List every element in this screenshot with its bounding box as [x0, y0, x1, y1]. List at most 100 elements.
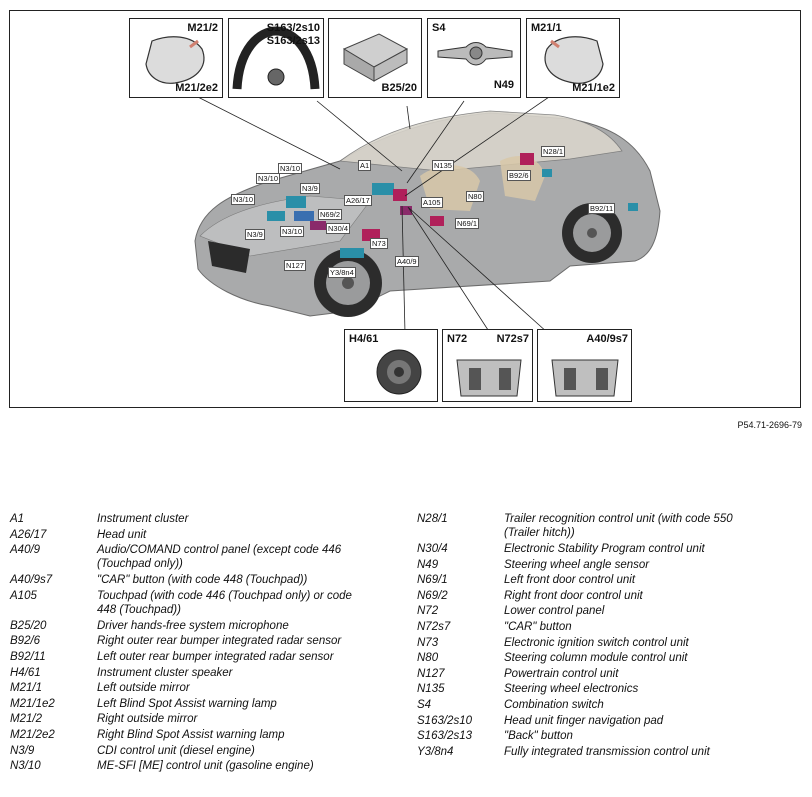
callout-label: M21/2e2: [175, 82, 218, 94]
component-marker: N80: [466, 191, 484, 202]
component-marker: N3/9: [245, 229, 265, 240]
callout-label: N72: [447, 333, 468, 345]
legend-description: Right outside mirror: [97, 713, 198, 726]
legend-code: N72s7: [417, 621, 451, 633]
legend-description: Trailer recognition control unit (with c…: [504, 513, 733, 525]
legend-description: 448 (Touchpad)): [97, 603, 181, 616]
legend-code: H4/61: [10, 666, 41, 679]
callout-label: N72s7: [496, 333, 529, 345]
callout-label: S163/2s13: [266, 35, 320, 47]
component-marker: A26/17: [344, 195, 372, 206]
callout-label: S163/2s10: [266, 22, 320, 34]
callout-car-button: A40/9s7: [537, 329, 632, 402]
legend-description: Right Blind Spot Assist warning lamp: [97, 729, 285, 741]
component-marker: N30/4: [326, 223, 351, 234]
callout-label: A40/9s7: [586, 333, 628, 345]
legend-description: ME-SFI [ME] control unit (gasoline engin…: [97, 760, 314, 773]
legend-code: A40/9s7: [10, 574, 53, 587]
legend-code: M21/1: [10, 682, 42, 695]
callout-right-mirror: M21/2 M21/2e2: [129, 18, 223, 98]
legend-code: N28/1: [417, 513, 448, 525]
component-marker: N3/10: [278, 163, 303, 174]
component-location-diagram: M21/2 M21/2e2 S163/2s10 S163/2s13 B25/20…: [9, 10, 801, 408]
legend-description: Steering column module control unit: [504, 652, 688, 665]
outside-mirror-icon: [145, 36, 205, 84]
component-marker: N135: [432, 160, 454, 171]
legend-code: N30/4: [417, 543, 448, 555]
legend-description: Steering wheel angle sensor: [504, 558, 650, 571]
legend-code: A105: [10, 589, 37, 602]
component-marker: N127: [284, 260, 306, 271]
component-marker: N73: [370, 238, 388, 249]
legend-code: S163/2s10: [417, 714, 472, 727]
legend-code: N3/10: [10, 760, 41, 773]
legend-description: Electronic Stability Program control uni…: [504, 543, 705, 555]
component-marker: N3/9: [300, 183, 320, 194]
legend-description: Head unit: [97, 528, 147, 541]
legend-description: Instrument cluster: [97, 513, 189, 525]
legend-code: N135: [417, 683, 445, 696]
legend-description: Right front door control unit: [504, 589, 643, 602]
callout-speaker: H4/61: [344, 329, 438, 402]
legend-description: Steering wheel electronics: [504, 683, 639, 696]
legend-description: Left front door control unit: [504, 574, 636, 587]
callout-lower-control-panel: N72 N72s7: [442, 329, 533, 402]
callout-microphone: B25/20: [328, 18, 422, 98]
callout-label: N49: [493, 79, 514, 91]
callout-label: M21/1: [531, 22, 562, 34]
legend-code: N80: [417, 652, 439, 665]
legend-description: Right outer rear bumper integrated radar…: [97, 635, 342, 648]
legend-description: "Back" button: [504, 730, 573, 743]
control-panel-icon: [456, 359, 522, 397]
legend-code: A40/9: [10, 544, 41, 557]
component-marker: A40/9: [395, 256, 419, 267]
callout-label: M21/2: [187, 22, 218, 34]
steering-wheel-icon: [232, 26, 320, 90]
legend-description: Fully integrated transmission control un…: [504, 745, 710, 758]
car-illustration: [189, 85, 661, 334]
legend-code: S163/2s13: [417, 730, 472, 743]
callout-label: H4/61: [349, 333, 379, 345]
legend-code: N73: [417, 636, 439, 649]
component-marker: Y3/8n4: [328, 267, 356, 278]
legend-description: Electronic ignition switch control unit: [504, 636, 689, 649]
component-marker: B92/6: [507, 170, 531, 181]
callout-label: B25/20: [381, 82, 417, 94]
legend-code: M21/1e2: [10, 697, 55, 710]
legend-description: Driver hands-free system microphone: [97, 619, 289, 632]
legend-code: N72: [417, 605, 439, 618]
legend-code: B25/20: [10, 619, 47, 632]
legend-code: M21/2: [10, 713, 42, 726]
callout-combination-switch: S4 N49: [427, 18, 521, 98]
legend-code: N3/9: [10, 744, 35, 757]
callout-label: S4: [432, 22, 446, 34]
combination-switch-icon: [437, 42, 513, 66]
legend-description: Instrument cluster speaker: [97, 666, 233, 679]
component-marker: A1: [358, 160, 372, 171]
legend-code: N69/1: [417, 574, 448, 587]
legend-description: Audio/COMAND control panel (except code …: [97, 544, 342, 557]
speaker-icon: [376, 349, 422, 395]
legend-description: Lower control panel: [504, 605, 605, 618]
component-marker: B92/11: [588, 203, 616, 214]
legend-code: S4: [417, 699, 432, 711]
legend-code: N127: [417, 667, 445, 680]
component-marker: N3/10: [280, 226, 305, 237]
legend-description: "CAR" button: [504, 621, 572, 633]
legend-code: N49: [417, 558, 439, 571]
callout-left-mirror: M21/1 M21/1e2: [526, 18, 620, 98]
component-marker: N3/10: [256, 173, 281, 184]
legend-description: Left outside mirror: [97, 682, 190, 695]
component-marker: N3/10: [231, 194, 256, 205]
outside-mirror-icon: [544, 36, 604, 84]
figure-reference: P54.71-2696-79: [737, 420, 802, 430]
legend-code: A26/17: [10, 528, 47, 541]
legend-code: N69/2: [417, 589, 448, 602]
component-marker: N28/1: [541, 146, 566, 157]
callout-label: M21/1e2: [572, 82, 615, 94]
legend-code: B92/11: [10, 651, 46, 663]
legend-description: (Trailer hitch)): [504, 527, 575, 539]
legend-description: Left outer rear bumper integrated radar …: [97, 651, 334, 663]
legend-code: A1: [10, 513, 25, 525]
